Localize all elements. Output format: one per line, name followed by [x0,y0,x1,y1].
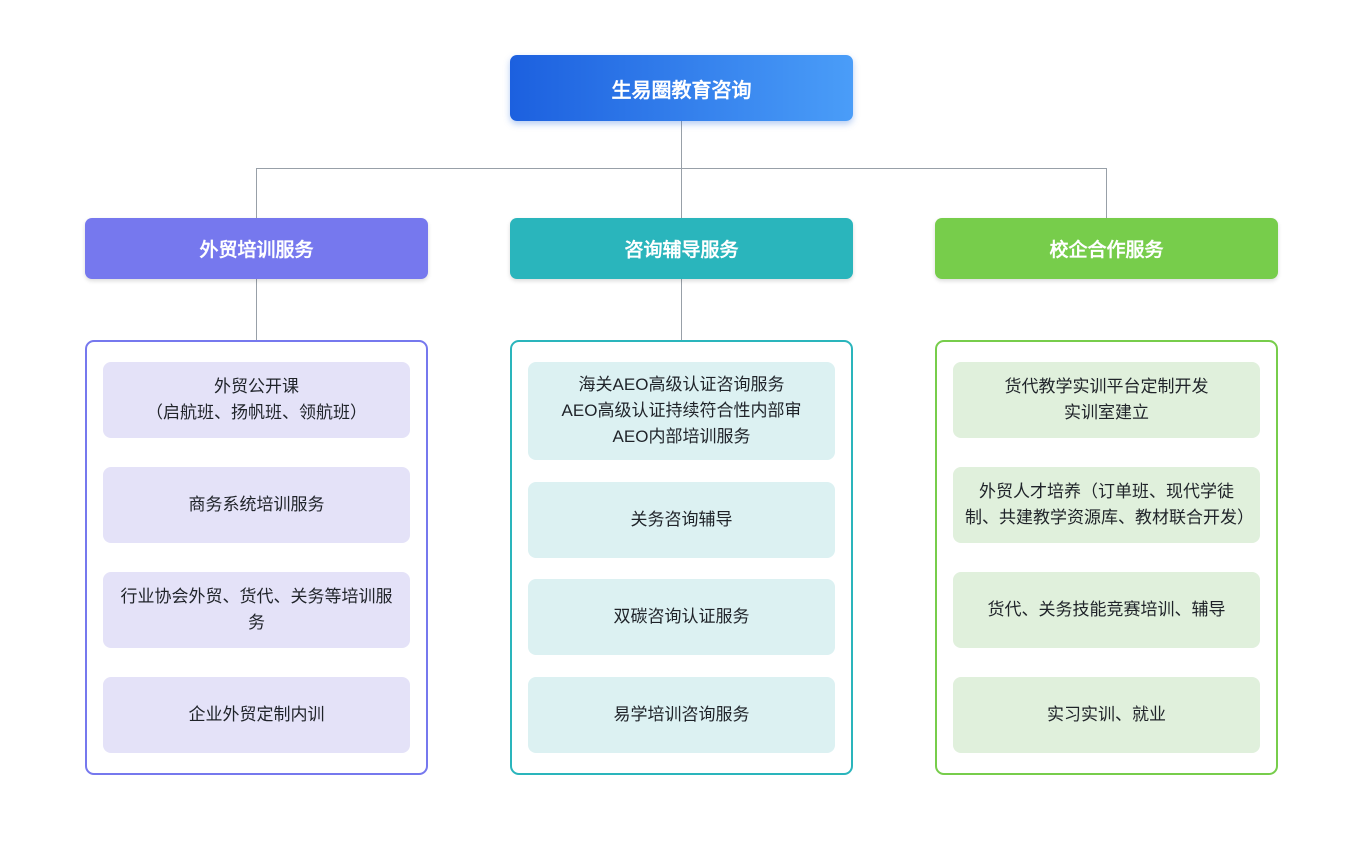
connector-branch-2-stub [681,168,682,218]
branch-node-label: 咨询辅导服务 [624,240,739,261]
connector-branch-2-to-group [681,279,682,340]
branch-group-trade-training: 外贸公开课 （启航班、扬帆班、领航班） 商务系统培训服务 行业协会外贸、货代、关… [85,340,428,775]
leaf-node[interactable]: 外贸公开课 （启航班、扬帆班、领航班） [103,362,410,438]
connector-branch-3-stub [1106,168,1107,218]
leaf-node-label: 货代教学实训平台定制开发 实训室建立 [1004,377,1209,422]
connector-branch-1-stub [256,168,257,218]
branch-node-school-enterprise[interactable]: 校企合作服务 [935,218,1278,279]
branch-node-label: 校企合作服务 [1049,240,1164,261]
branch-node-consulting[interactable]: 咨询辅导服务 [510,218,853,279]
leaf-node[interactable]: 货代、关务技能竞赛培训、辅导 [953,572,1260,648]
leaf-node[interactable]: 关务咨询辅导 [528,481,835,558]
leaf-node-label: 外贸人才培养（订单班、现代学徒制、共建教学资源库、教材联合开发） [965,482,1254,527]
root-node[interactable]: 生易圈教育咨询 [510,55,853,121]
leaf-node-label: 海关AEO高级认证咨询服务 AEO高级认证持续符合性内部审 AEO内部培训服务 [561,375,802,446]
leaf-node[interactable]: 海关AEO高级认证咨询服务 AEO高级认证持续符合性内部审 AEO内部培训服务 [528,362,835,460]
leaf-node[interactable]: 商务系统培训服务 [103,467,410,543]
leaf-node-label: 企业外贸定制内训 [188,705,325,724]
leaf-node-label: 实习实训、就业 [1047,705,1166,724]
leaf-node-label: 关务咨询辅导 [630,509,733,529]
branch-group-consulting: 海关AEO高级认证咨询服务 AEO高级认证持续符合性内部审 AEO内部培训服务 … [510,340,853,775]
leaf-node[interactable]: 易学培训咨询服务 [528,676,835,753]
branch-node-label: 外贸培训服务 [199,240,314,261]
leaf-node[interactable]: 货代教学实训平台定制开发 实训室建立 [953,362,1260,438]
leaf-node-label: 货代、关务技能竞赛培训、辅导 [987,600,1226,619]
branch-group-school-enterprise: 货代教学实训平台定制开发 实训室建立 外贸人才培养（订单班、现代学徒制、共建教学… [935,340,1278,775]
leaf-node-label: 外贸公开课 （启航班、扬帆班、领航班） [146,377,367,422]
connector-root-stem [681,121,682,168]
branch-node-trade-training[interactable]: 外贸培训服务 [85,218,428,279]
leaf-node[interactable]: 实习实训、就业 [953,677,1260,753]
leaf-node-label: 双碳咨询认证服务 [613,607,750,627]
leaf-node-label: 易学培训咨询服务 [613,704,750,724]
leaf-node[interactable]: 企业外贸定制内训 [103,677,410,753]
leaf-node-label: 商务系统培训服务 [188,495,325,514]
connector-branch-1-to-group [256,279,257,340]
leaf-node[interactable]: 外贸人才培养（订单班、现代学徒制、共建教学资源库、教材联合开发） [953,467,1260,543]
leaf-node-label: 行业协会外贸、货代、关务等培训服务 [120,587,393,632]
leaf-node[interactable]: 双碳咨询认证服务 [528,579,835,656]
leaf-node[interactable]: 行业协会外贸、货代、关务等培训服务 [103,572,410,648]
root-node-label: 生易圈教育咨询 [611,79,752,102]
